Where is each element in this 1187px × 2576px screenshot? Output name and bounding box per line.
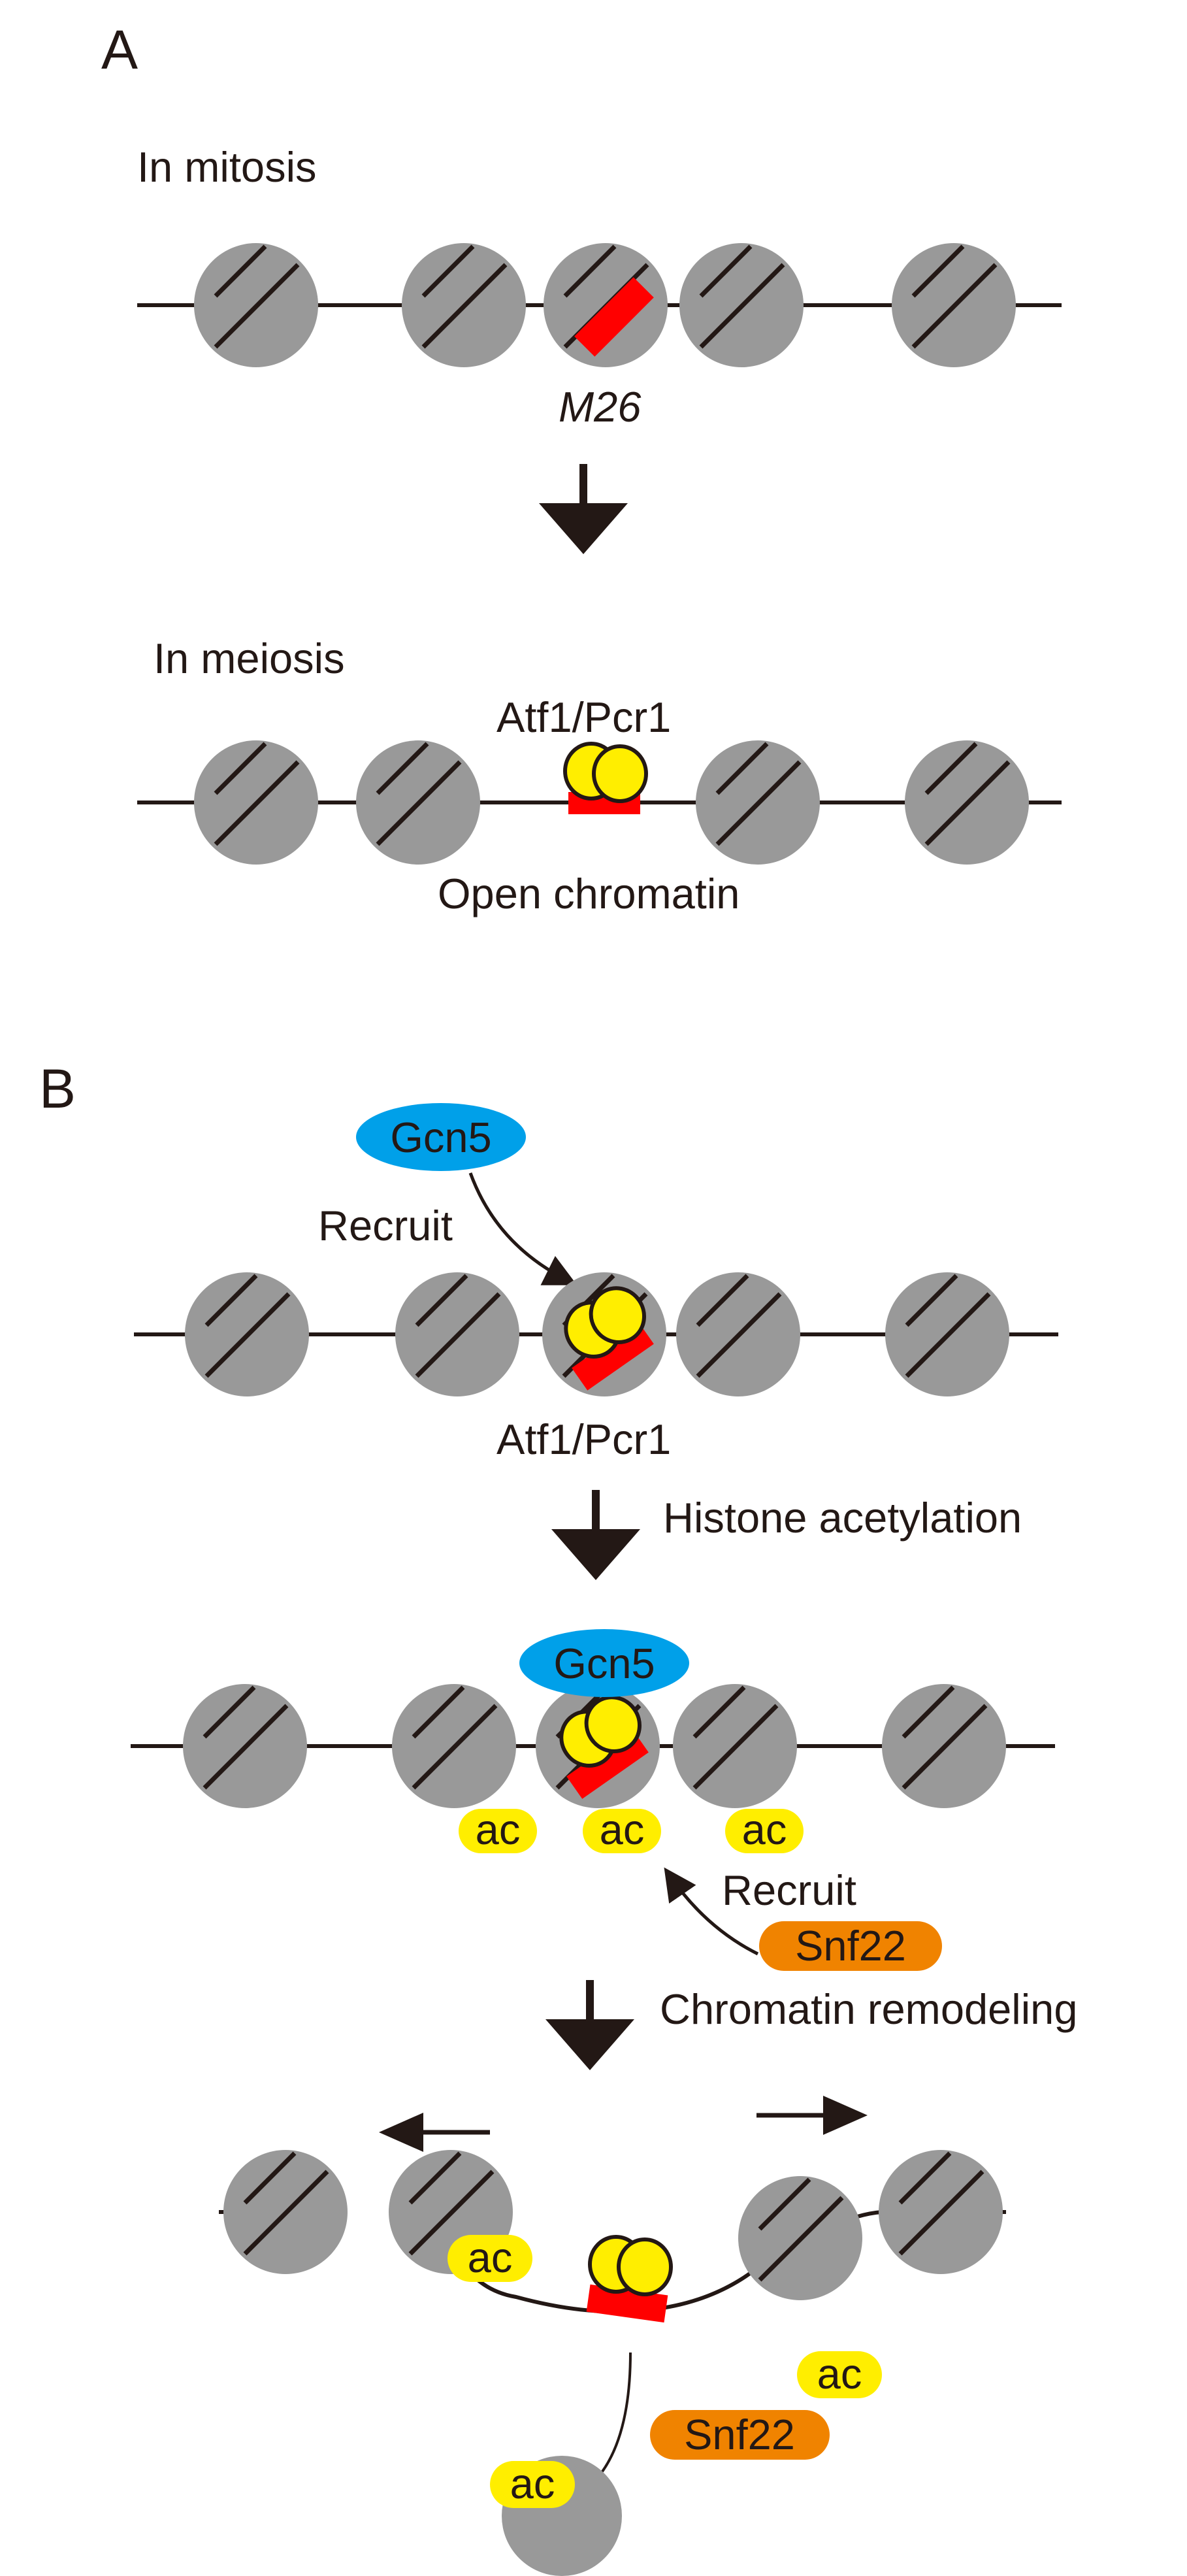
m26-site bbox=[574, 277, 654, 357]
snf22-protein bbox=[650, 2410, 830, 2460]
horizontal-arrow-icon bbox=[823, 2096, 868, 2135]
recruit-label: Recruit bbox=[722, 1866, 856, 1914]
atf1-pcr1-label: Atf1/Pcr1 bbox=[496, 693, 671, 741]
chromatin-remodeling-label: Chromatin remodeling bbox=[660, 1985, 1077, 2033]
nucleosome bbox=[402, 243, 526, 367]
acetyl-mark bbox=[447, 2235, 532, 2282]
recruit-label: Recruit bbox=[318, 1202, 453, 1249]
ac-label: ac bbox=[600, 1806, 645, 1853]
panel-a-letter: A bbox=[101, 19, 138, 80]
acetyl-mark bbox=[725, 1809, 804, 1853]
nucleosome bbox=[392, 1684, 516, 1808]
nucleosome bbox=[696, 740, 820, 865]
snf22-protein bbox=[759, 1921, 942, 1971]
horizontal-arrow-icon bbox=[379, 2113, 423, 2152]
nucleosome bbox=[223, 2150, 348, 2274]
acetyl-mark bbox=[459, 1809, 537, 1853]
acetyl-mark bbox=[490, 2461, 575, 2508]
down-arrow-icon bbox=[539, 464, 628, 554]
gcn5-protein bbox=[356, 1103, 526, 1171]
nucleosome bbox=[885, 1272, 1009, 1396]
nucleosome bbox=[882, 1684, 1006, 1808]
atf1-pcr1-complex bbox=[590, 2237, 671, 2294]
acetyl-mark bbox=[797, 2351, 882, 2398]
nucleosome bbox=[673, 1684, 797, 1808]
nucleosome bbox=[185, 1272, 309, 1396]
gcn5-label: Gcn5 bbox=[390, 1114, 491, 1161]
nucleosome bbox=[879, 2150, 1003, 2274]
nucleosome bbox=[905, 740, 1029, 865]
gcn5-protein bbox=[519, 1629, 689, 1697]
atf1-pcr1-complex bbox=[565, 744, 646, 801]
nucleosome bbox=[892, 243, 1016, 367]
nucleosome bbox=[738, 2176, 862, 2300]
ac-label: ac bbox=[476, 1806, 521, 1853]
nucleosome bbox=[679, 243, 804, 367]
nucleosome bbox=[676, 1272, 800, 1396]
gcn5-label: Gcn5 bbox=[553, 1640, 655, 1687]
ac-label: ac bbox=[510, 2460, 555, 2507]
open-chromatin-label: Open chromatin bbox=[438, 870, 740, 917]
recruit-arrow bbox=[664, 1867, 759, 1956]
ac-label: ac bbox=[742, 1806, 787, 1853]
nucleosome bbox=[194, 740, 318, 865]
recruit-arrow bbox=[468, 1172, 577, 1285]
histone-acetylation-label: Histone acetylation bbox=[663, 1494, 1022, 1542]
snf22-label: Snf22 bbox=[795, 1922, 906, 1970]
acetyl-mark bbox=[583, 1809, 661, 1853]
down-arrow-icon bbox=[551, 1490, 640, 1580]
m26-label: M26 bbox=[559, 383, 642, 431]
snf22-label: Snf22 bbox=[684, 2411, 795, 2458]
ac-label: ac bbox=[468, 2234, 513, 2281]
ac-label: ac bbox=[817, 2350, 862, 2398]
mitosis-label: In mitosis bbox=[137, 143, 317, 191]
nucleosome bbox=[194, 243, 318, 367]
meiosis-label: In meiosis bbox=[154, 635, 345, 682]
nucleosome bbox=[183, 1684, 307, 1808]
atf1-pcr1-label: Atf1/Pcr1 bbox=[496, 1415, 671, 1463]
nucleosome bbox=[356, 740, 480, 865]
nucleosome bbox=[395, 1272, 519, 1396]
down-arrow-icon bbox=[545, 1980, 634, 2070]
panel-b-letter: B bbox=[39, 1058, 76, 1119]
